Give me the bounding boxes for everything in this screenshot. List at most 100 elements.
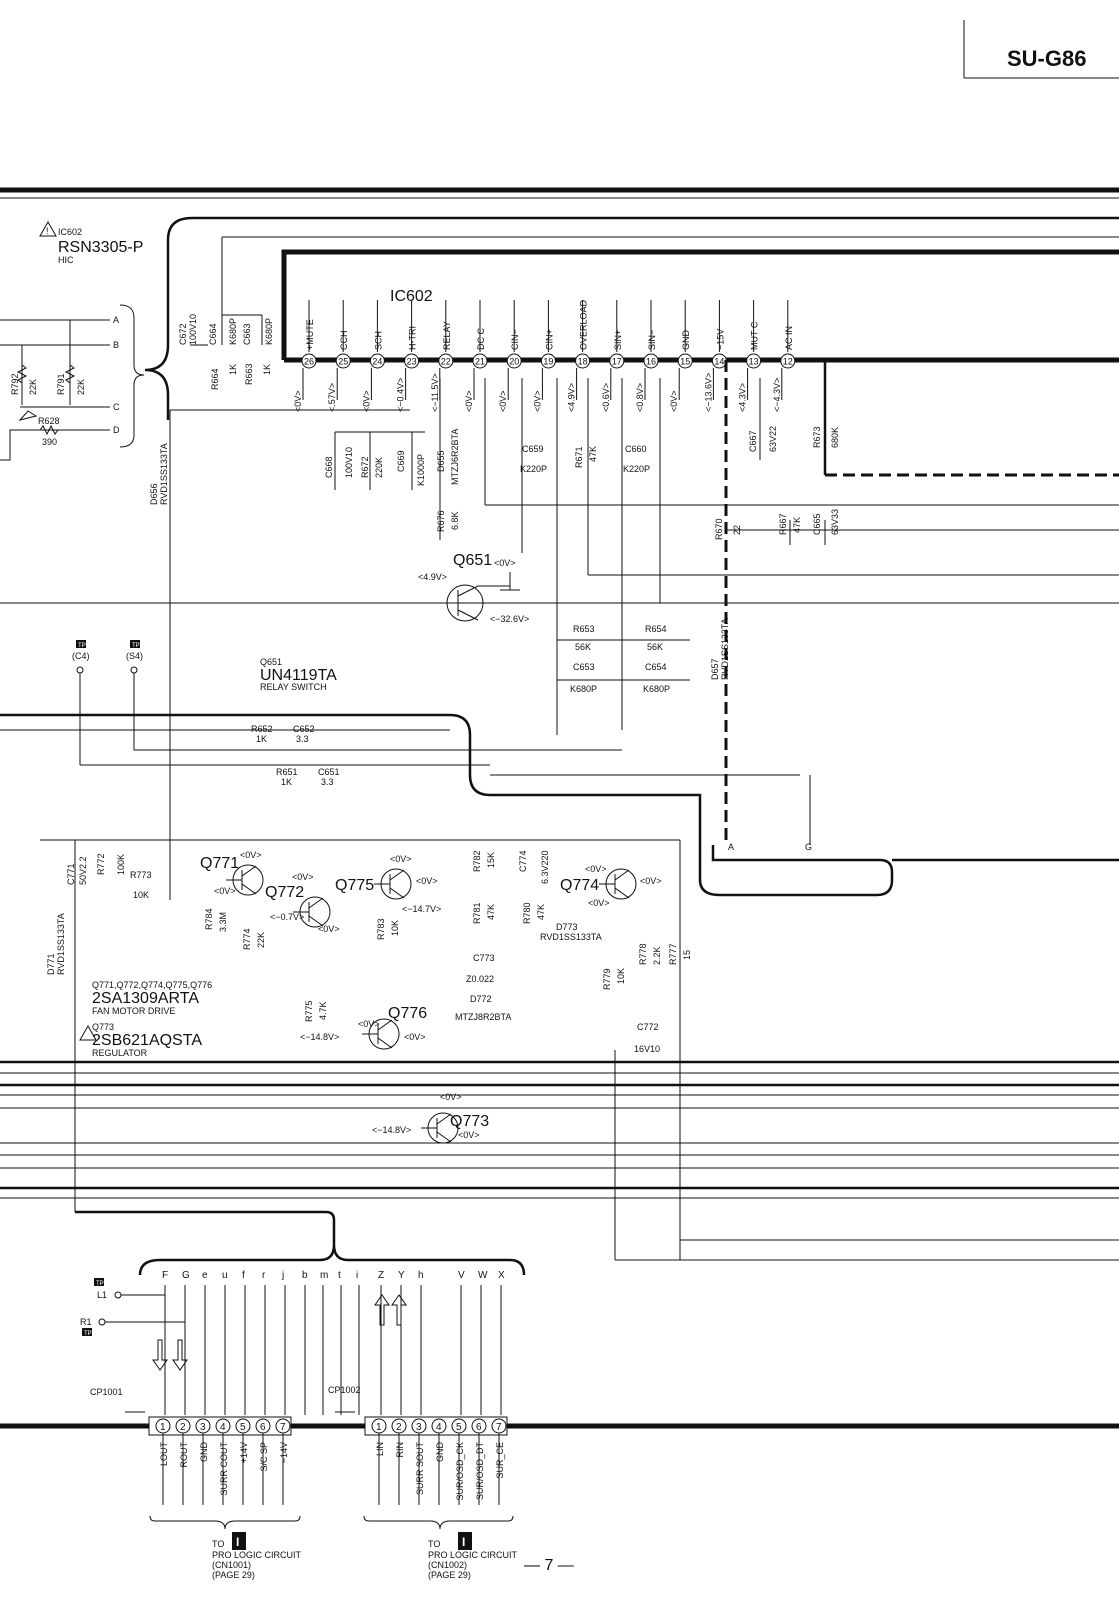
svg-text:TP: TP: [84, 1331, 92, 1337]
testpoint-s4[interactable]: TP (S4): [126, 640, 143, 750]
pin-number: 1: [160, 1422, 166, 1433]
testpoint-l1[interactable]: TP L1: [94, 1278, 165, 1300]
pin-number: 4: [436, 1422, 442, 1433]
c659-val: K220P: [520, 464, 547, 474]
c672-val: 100V10: [188, 314, 198, 345]
signal-name: ROUT: [179, 1442, 189, 1468]
testpoint-c4[interactable]: TP (C4): [72, 640, 90, 765]
bus-letter: r: [262, 1270, 266, 1281]
q651-note: Q651 UN4119TA RELAY SWITCH: [260, 657, 337, 692]
c664-ref: C664: [208, 323, 218, 345]
svg-text:TO: TO: [212, 1539, 224, 1549]
pin-name: SCH: [373, 331, 383, 350]
hic-outline: [144, 216, 1119, 420]
pin-number: 19: [543, 357, 553, 367]
c653-ref: C653: [573, 662, 595, 672]
pin-name: SIN−: [647, 330, 657, 350]
pin-name: GND: [681, 330, 691, 351]
r773-ref: R773: [130, 870, 152, 880]
signal-name: SUR_CE: [495, 1442, 505, 1479]
r673-val: 680K: [830, 427, 840, 448]
signal-name: S/C SP: [259, 1442, 269, 1472]
r652-val: 1K: [256, 734, 267, 744]
c772-ref: C772: [637, 1022, 659, 1032]
bus-letter: f: [242, 1270, 245, 1281]
pin-voltage: <.57V>: [327, 383, 337, 412]
r664-val: 1K: [228, 364, 238, 375]
c664-val: K680P: [228, 318, 238, 345]
cp1001-conn: (CN1001): [212, 1560, 251, 1570]
c772-val: 16V10: [634, 1044, 660, 1054]
signal-name: RIN: [395, 1442, 405, 1458]
q771-voltage: <0V>: [240, 850, 262, 860]
r775-ref: R775: [304, 1000, 314, 1022]
d771-val: RVD1SS133TA: [56, 913, 66, 975]
q775-voltage: <−14.7V>: [402, 904, 441, 914]
cp1001-pin: 5+14V: [235, 1418, 251, 1505]
reg-ref: Q773: [92, 1022, 114, 1032]
d657-val: RVD1SS133TA: [720, 618, 730, 680]
pin-voltage: <0V>: [464, 390, 474, 412]
svg-text:TP: TP: [96, 1281, 104, 1287]
c651-ref: C651: [318, 767, 340, 777]
cp1002-ref: CP1002: [328, 1385, 361, 1395]
pin-number: 7: [496, 1422, 502, 1433]
c665-val: 63V33: [830, 509, 840, 535]
svg-text:TP: TP: [78, 643, 86, 649]
bus-letter: b: [302, 1270, 308, 1281]
pin-name: SIN+: [613, 330, 623, 350]
pin-voltage: <4.9V>: [567, 383, 577, 412]
c663-val: K680P: [264, 318, 274, 345]
r628-val: 390: [42, 437, 57, 447]
bus-letter-a: A: [113, 315, 119, 325]
q776-ref: Q776: [388, 1005, 427, 1022]
pin-name: AC IN: [784, 326, 794, 350]
q651-v-top: <0V>: [494, 558, 516, 568]
q651-part: UN4119TA: [260, 667, 337, 684]
ic602-block: IC602 26+MUTE<0V>25CCH<.57V>24SCH<0V>23H…: [281, 249, 1119, 412]
c654-ref: C654: [645, 662, 667, 672]
bus-letter: Z: [378, 1270, 384, 1281]
pin-voltage: <0.8V>: [635, 383, 645, 412]
r782-ref: R782: [472, 850, 482, 872]
d771-ref: D771: [46, 953, 56, 975]
pin-voltage: <4.3V>: [738, 383, 748, 412]
d656-ref: D656: [149, 483, 159, 505]
pin-name: RELAY: [442, 321, 452, 350]
q772-voltage: <0V>: [318, 924, 340, 934]
signal-name: +14V: [239, 1442, 249, 1463]
r791-ref: R791: [56, 373, 66, 395]
pin-number: 1: [376, 1422, 382, 1433]
r777-val: 15: [682, 950, 692, 960]
cp1002-destination: TO I PRO LOGIC CIRCUIT (CN1002) (PAGE 29…: [363, 1515, 518, 1580]
fan-note: Q771,Q772,Q774,Q775,Q776 2SA1309ARTA FAN…: [79, 980, 212, 1058]
r792-val: 22K: [28, 379, 38, 395]
c667-ref: C667: [748, 430, 758, 452]
r664-ref: R664: [210, 368, 220, 390]
r670-ref: R670: [714, 518, 724, 540]
bus-letter-c: C: [113, 402, 120, 412]
cp1001-connector: CP1001: [90, 1387, 145, 1413]
r672-ref: R672: [360, 456, 370, 478]
pin-number: 12: [783, 357, 793, 367]
testpoint-r1[interactable]: R1 TP: [80, 1317, 185, 1337]
pin-number: 3: [200, 1422, 206, 1433]
r651-ref: R651: [276, 767, 298, 777]
c654-val: K680P: [643, 684, 670, 694]
pin-number: 21: [475, 357, 485, 367]
pin-number: 23: [407, 357, 417, 367]
pin-voltage: <0V>: [669, 390, 679, 412]
q651-desc: RELAY SWITCH: [260, 682, 327, 692]
r772-ref: R772: [96, 853, 106, 875]
hic-ref: IC602: [58, 227, 82, 237]
